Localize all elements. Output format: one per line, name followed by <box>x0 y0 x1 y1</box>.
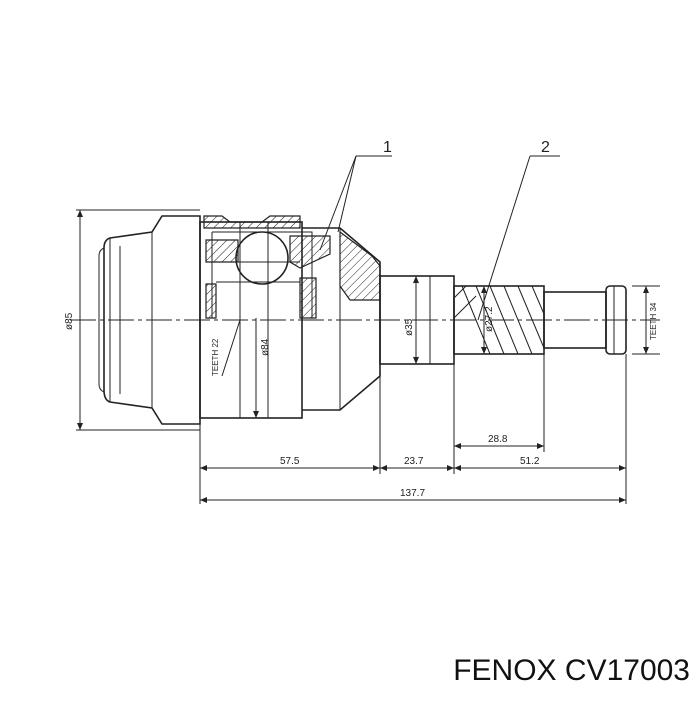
dim-spline-length: 28.8 <box>454 434 544 449</box>
dim-row-lengths: 57.5 23.7 51.2 <box>200 456 626 471</box>
dim-body-dia: ø84 <box>253 318 271 418</box>
shaft-dia-label: ø35 <box>404 318 415 336</box>
section-hatching <box>203 215 381 319</box>
callout-2-label: 2 <box>541 139 550 156</box>
callout-1-label: 1 <box>383 139 392 156</box>
dim-teeth-inner: TEETH 22 <box>211 319 241 377</box>
housing-dia-label: ø85 <box>64 312 75 330</box>
spline-dia-label: ø27.2 <box>484 306 495 332</box>
product-caption: FENOX CV17003 <box>453 654 690 687</box>
body-dia-label: ø84 <box>260 338 271 356</box>
dim-housing-dia: ø85 <box>64 209 200 431</box>
len-neck-label: 23.7 <box>404 456 424 467</box>
len-shaft-label: 51.2 <box>520 456 540 467</box>
len-housing-label: 57.5 <box>280 456 300 467</box>
teeth-inner-label: TEETH 22 <box>211 338 220 376</box>
dim-teeth-outer: TEETH 34 <box>632 285 660 355</box>
extension-lines <box>199 354 627 504</box>
dim-shaft-dia: ø35 <box>404 276 419 364</box>
ball-cage <box>211 231 313 318</box>
len-spline-label: 28.8 <box>488 434 508 445</box>
dim-total-length: 137.7 <box>200 488 626 503</box>
len-total-label: 137.7 <box>400 488 425 499</box>
teeth-outer-label: TEETH 34 <box>649 302 658 340</box>
callout-1: 1 <box>319 139 392 251</box>
dim-spline-dia: ø27.2 <box>481 286 495 354</box>
shaft-end <box>543 285 627 355</box>
callout-2: 2 <box>477 139 560 321</box>
